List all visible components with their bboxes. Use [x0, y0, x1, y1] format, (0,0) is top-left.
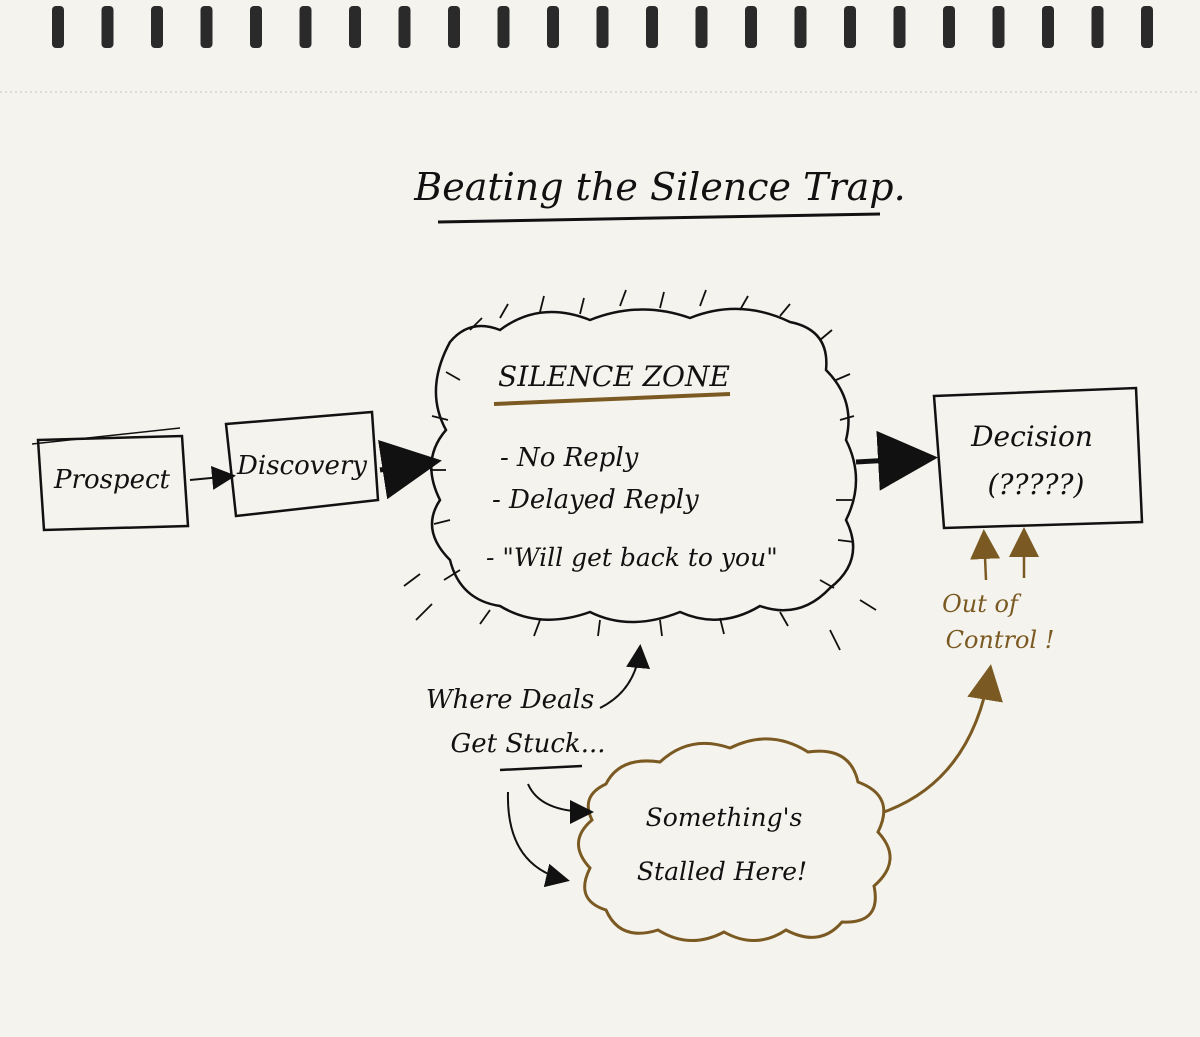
binding-ring [992, 6, 1005, 48]
hatch-mark [819, 329, 833, 341]
stalled-line2: Stalled Here! [637, 857, 807, 886]
binding-ring [893, 6, 906, 48]
where-deals-arrow [599, 644, 651, 709]
binding-ring [547, 6, 559, 48]
binding-ring [52, 6, 64, 48]
hatch-mark [837, 539, 855, 543]
hatch-mark [539, 295, 545, 313]
decision-sublabel: (?????) [988, 468, 1085, 501]
hatch-mark [479, 609, 491, 625]
hatch-mark [619, 289, 627, 307]
stalled-line1: Something's [646, 803, 803, 832]
prospect-label: Prospect [53, 465, 171, 495]
hatch-mark [445, 371, 461, 381]
binding-ring [794, 6, 807, 48]
hatch-mark [779, 303, 791, 317]
binding-ring [497, 6, 510, 48]
hatch-mark [469, 317, 483, 331]
binding-ring [596, 6, 609, 48]
binding-ring [1141, 6, 1153, 48]
out-of-control-arrow-left [970, 529, 1001, 581]
silence-zone-heading: SILENCE ZONE [498, 360, 730, 393]
hatch-mark [819, 579, 835, 589]
hatch-mark [719, 617, 725, 635]
binding-ring [250, 6, 262, 48]
silence-item-will-get-back: - "Will get back to you" [486, 543, 778, 572]
hatch-mark [779, 611, 789, 627]
hatch-mark [659, 291, 665, 309]
binding-ring [299, 6, 312, 48]
hatch-mark [839, 415, 855, 421]
silence-zone-underline [493, 392, 731, 406]
binding-ring [1091, 6, 1104, 48]
binding-ring [398, 6, 411, 48]
hatch-mark [431, 415, 449, 421]
hatch-mark [403, 573, 421, 587]
silence-item-delayed-reply: - Delayed Reply [492, 485, 699, 515]
hatch-mark [859, 599, 877, 611]
silence-to-decision-arrow [855, 430, 938, 491]
binding-ring [1042, 6, 1054, 48]
binding-ring [844, 6, 856, 48]
where-deals-line1: Where Deals [426, 685, 594, 715]
prospect-to-discovery-arrow [189, 465, 236, 490]
hatch-mark [597, 619, 601, 637]
hatch-mark [443, 569, 461, 581]
diagram-title: Beating the Silence Trap. [413, 165, 905, 209]
hatch-mark [415, 603, 433, 621]
silence-item-no-reply: - No Reply [500, 443, 639, 473]
where-deals-line2: Get Stuck... [451, 729, 606, 759]
stalled-cloud: Something's Stalled Here! [577, 737, 892, 942]
discovery-to-silence-arrow [378, 439, 442, 500]
binding-ring [695, 6, 708, 48]
binding-ring [448, 6, 460, 48]
prospect-box: Prospect [31, 427, 190, 532]
spiral-binding [52, 6, 1153, 48]
binding-ring [646, 6, 658, 48]
hatch-mark [533, 619, 541, 637]
decision-label: Decision [970, 420, 1093, 453]
hatch-mark [739, 295, 749, 311]
stuck-to-stalled-arrow-lower [506, 791, 570, 888]
binding-ring [349, 6, 361, 48]
silence-zone-cloud: SILENCE ZONE - No Reply - Delayed Reply … [403, 289, 877, 651]
binding-ring [101, 6, 114, 48]
out-of-control-line2: Control ! [946, 626, 1055, 654]
binding-ring [200, 6, 213, 48]
decision-box: Decision (?????) [932, 386, 1144, 530]
hatch-mark [433, 519, 451, 525]
hatch-mark [835, 373, 851, 381]
title-underline [437, 212, 881, 224]
hatch-mark [829, 629, 841, 651]
hatch-mark [699, 289, 707, 307]
discovery-label: Discovery [236, 451, 367, 481]
cloud-hatching [403, 289, 877, 651]
binding-ring [943, 6, 955, 48]
stuck-to-stalled-arrow-upper [527, 783, 594, 824]
stalled-to-out-of-control-arrow [883, 664, 1003, 814]
binding-ring [151, 6, 163, 48]
out-of-control-line1: Out of [942, 590, 1022, 618]
hatch-mark [579, 297, 585, 315]
hatch-mark [499, 303, 509, 319]
binding-ring [745, 6, 757, 48]
get-stuck-underline [499, 764, 583, 772]
discovery-box: Discovery [224, 410, 380, 518]
hatch-mark [659, 619, 663, 637]
